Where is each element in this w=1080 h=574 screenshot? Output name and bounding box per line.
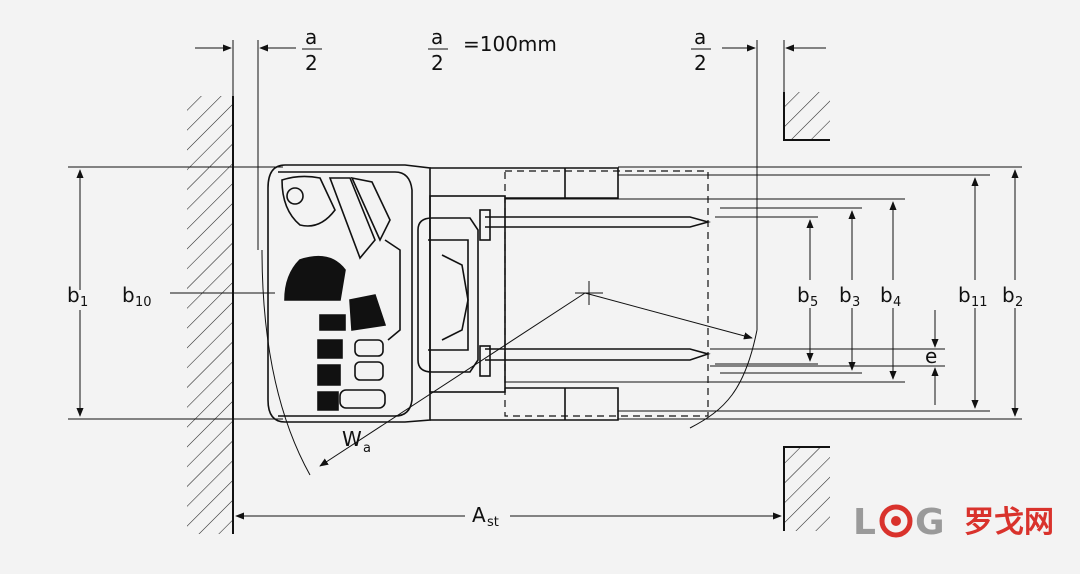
svg-text:b: b <box>122 283 135 307</box>
svg-text:2: 2 <box>1015 295 1023 310</box>
svg-text:3: 3 <box>852 295 860 310</box>
label-b3: b 3 <box>839 283 860 310</box>
svg-text:b: b <box>1002 283 1015 307</box>
label-b11: b 11 <box>958 283 988 310</box>
logo-letter-g: G <box>915 502 945 543</box>
svg-text:2: 2 <box>431 51 444 75</box>
svg-text:a: a <box>431 25 443 49</box>
forklift-body <box>267 164 711 423</box>
svg-text:a: a <box>305 25 317 49</box>
svg-text:st: st <box>487 515 499 530</box>
fraction-left: a 2 <box>302 25 322 75</box>
svg-text:b: b <box>67 283 80 307</box>
svg-text:b: b <box>839 283 852 307</box>
right-wall-upper <box>783 92 830 141</box>
label-wa: W a <box>342 427 371 456</box>
spacing-value: =100mm <box>463 32 557 56</box>
svg-text:b: b <box>958 283 971 307</box>
label-b1: b 1 <box>67 283 88 310</box>
svg-text:b: b <box>797 283 810 307</box>
fraction-right: a 2 <box>691 25 711 75</box>
svg-text:11: 11 <box>971 295 988 310</box>
svg-text:4: 4 <box>893 295 901 310</box>
label-b5: b 5 <box>797 283 818 310</box>
turning-radius <box>261 249 758 476</box>
label-b2: b 2 <box>1002 283 1023 310</box>
fraction-center: a 2 =100mm <box>428 25 557 75</box>
logo-target-icon <box>879 504 913 538</box>
label-ast: A st <box>472 503 499 530</box>
vertical-dimensions <box>76 169 1019 417</box>
svg-text:1: 1 <box>80 295 88 310</box>
left-wall <box>187 96 234 534</box>
svg-text:2: 2 <box>305 51 318 75</box>
svg-text:a: a <box>694 25 706 49</box>
pallet-outline <box>504 170 709 417</box>
svg-text:a: a <box>363 441 371 456</box>
extension-lines <box>68 166 1022 420</box>
label-b10: b 10 <box>122 283 152 310</box>
logo-letter-l: L <box>853 502 876 543</box>
operator-compartment <box>281 175 401 411</box>
label-e: e <box>925 344 937 368</box>
svg-text:b: b <box>880 283 893 307</box>
top-dimensions <box>195 40 826 330</box>
svg-text:A: A <box>472 503 486 527</box>
logo-chinese: 罗戈网 <box>964 505 1054 540</box>
label-b4: b 4 <box>880 283 901 310</box>
svg-text:2: 2 <box>694 51 707 75</box>
log-logo: L G 罗戈网 <box>853 502 1054 543</box>
svg-text:5: 5 <box>810 295 818 310</box>
right-wall-lower <box>783 446 830 531</box>
svg-text:W: W <box>342 427 362 451</box>
svg-text:10: 10 <box>135 295 152 310</box>
